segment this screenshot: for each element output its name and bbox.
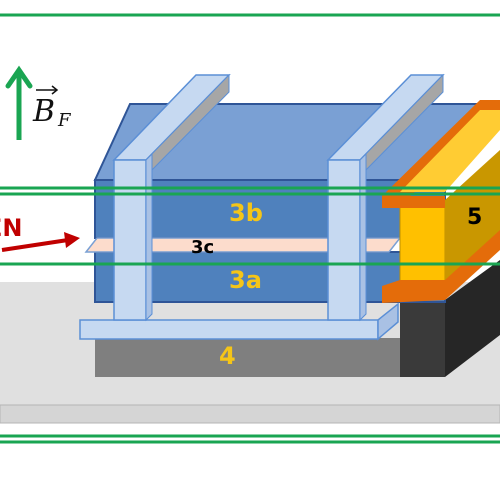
label-base: 4 bbox=[219, 342, 236, 370]
rail-platform bbox=[79, 302, 399, 341]
label-side-block: 5 bbox=[467, 205, 482, 230]
side-block bbox=[382, 100, 500, 303]
green-lines-middle bbox=[0, 186, 500, 266]
label-interlayer: 3c bbox=[191, 237, 214, 258]
field-subscript: F bbox=[57, 110, 72, 131]
label-lower-layer: 3a bbox=[229, 266, 262, 294]
field-label: B F bbox=[32, 85, 72, 131]
field-symbol: B bbox=[32, 94, 55, 129]
field-arrow bbox=[5, 65, 33, 140]
red-arrow-label: EN bbox=[0, 214, 22, 242]
base-block bbox=[95, 338, 405, 377]
green-lines-bottom bbox=[0, 434, 500, 444]
side-block-support bbox=[400, 260, 500, 377]
label-upper-layer: 3b bbox=[229, 199, 263, 227]
red-arrow bbox=[1, 232, 80, 252]
